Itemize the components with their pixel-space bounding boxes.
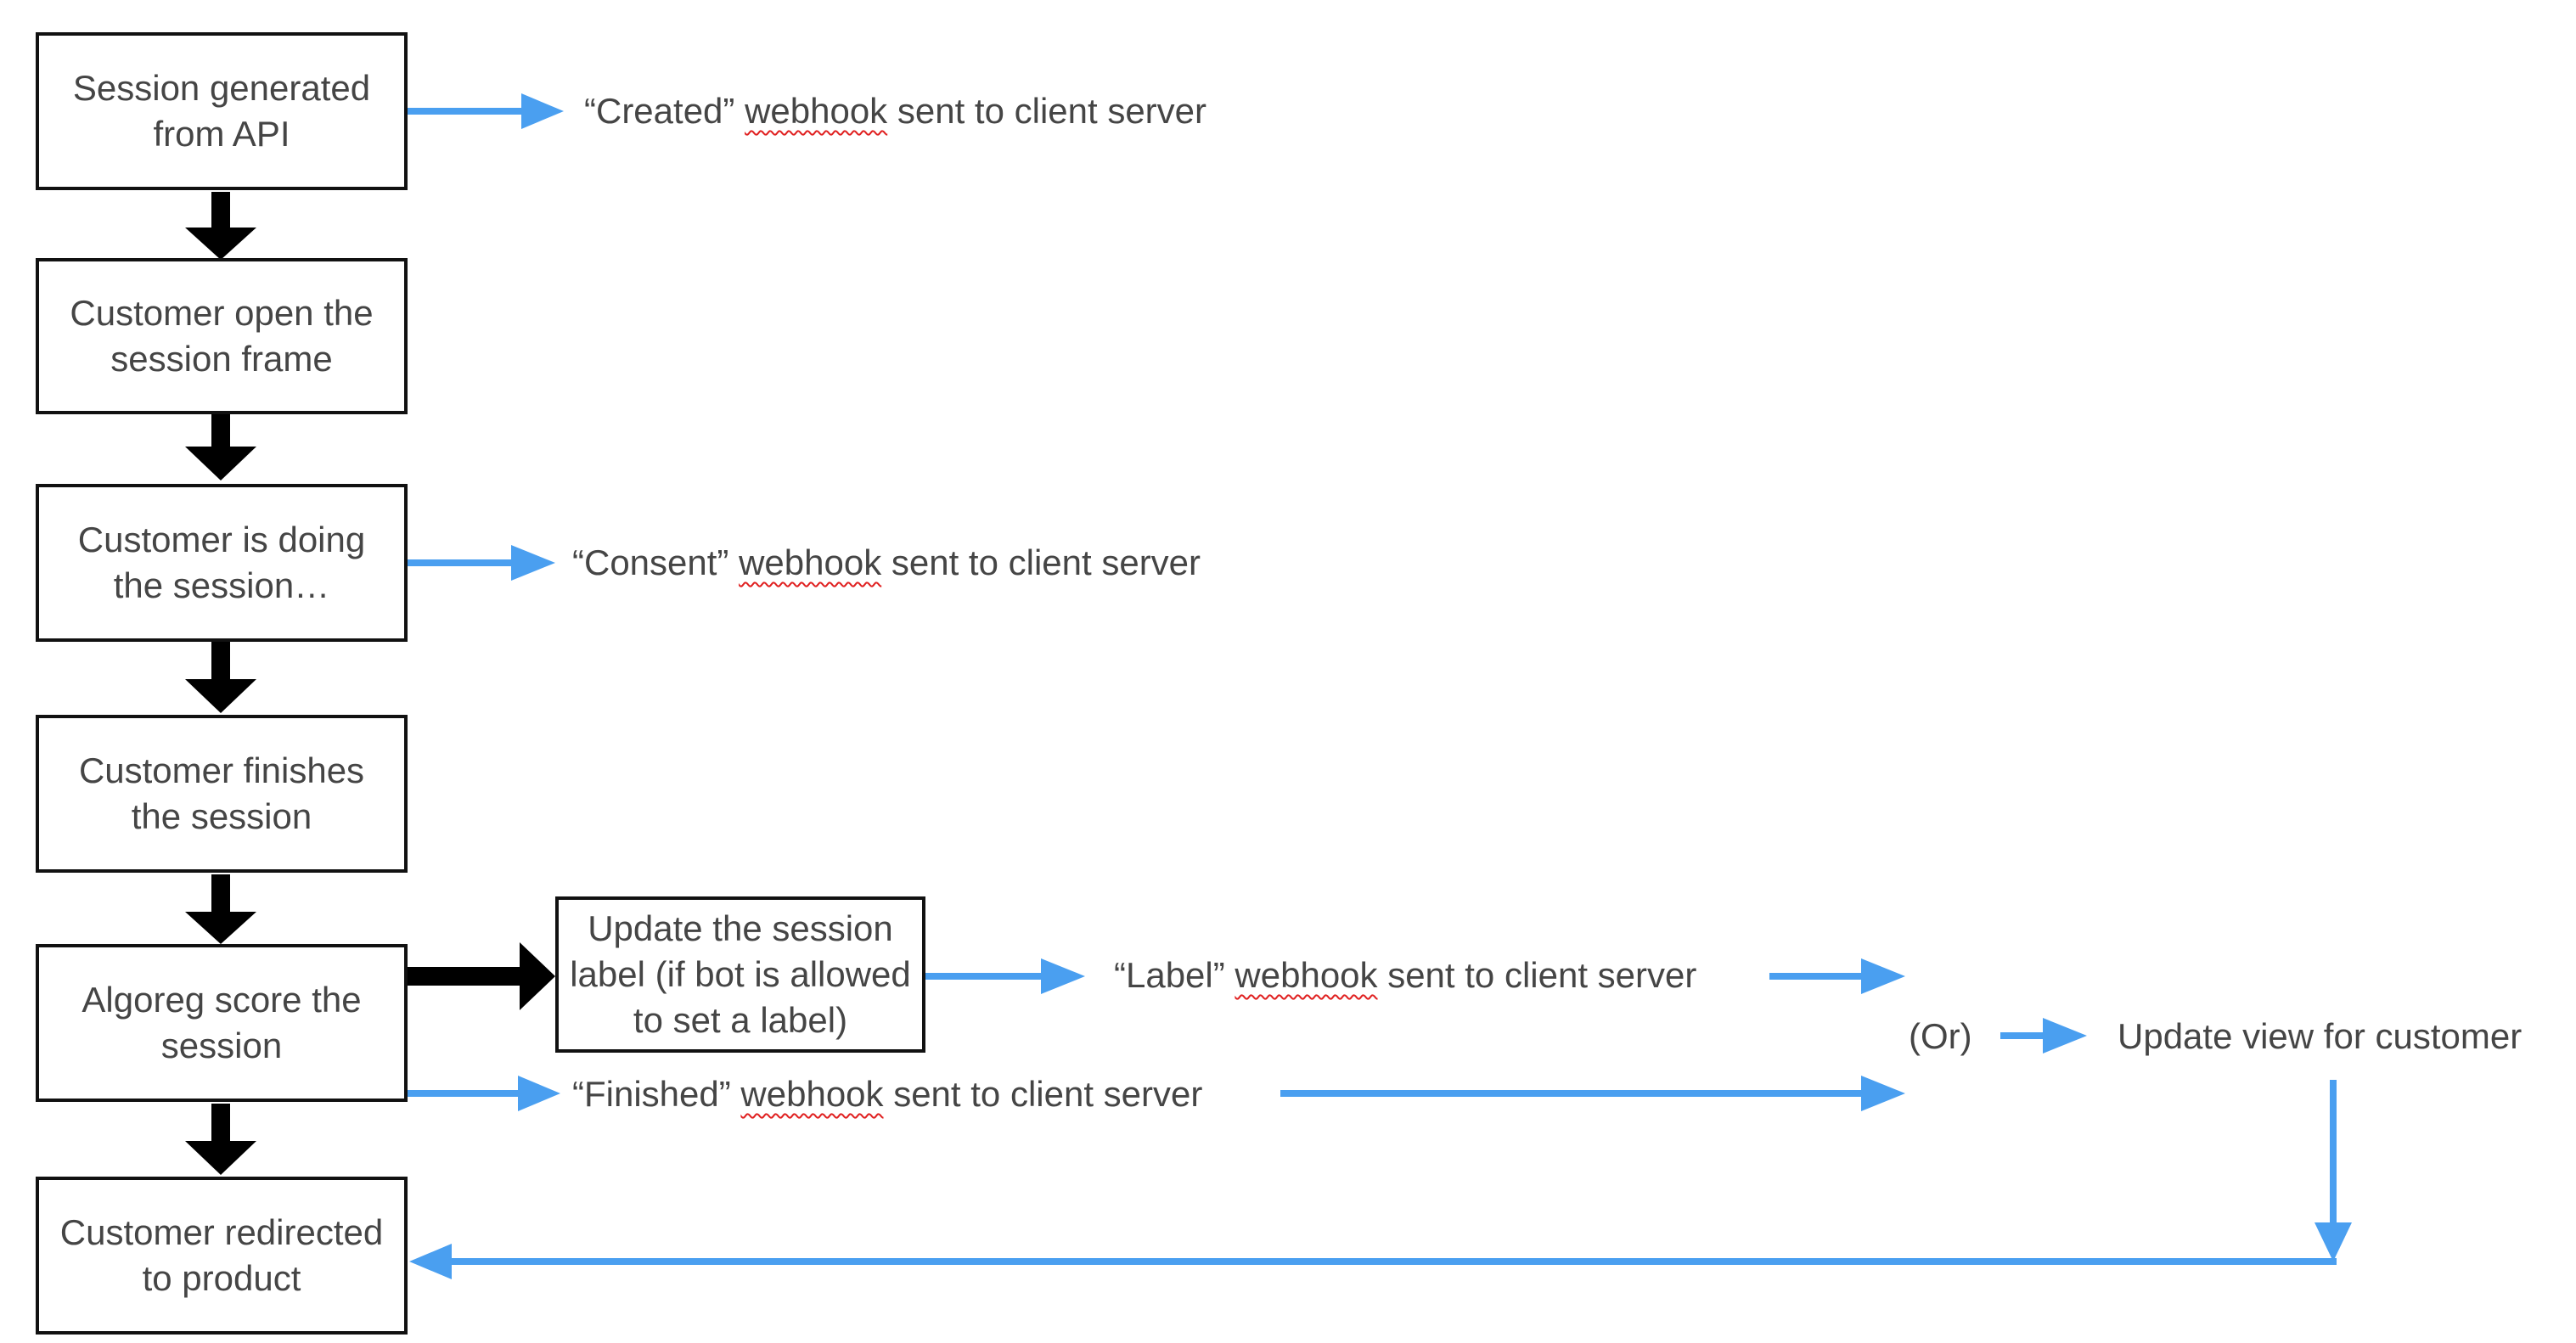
step-customer-finishes-label: Customer finishes the session (78, 750, 365, 836)
step-algoreg-score-label: Algoreg score the session (82, 980, 362, 1065)
arrow-label-to-or (1769, 958, 1905, 994)
webhook-label-text: “Label” webhook sent to client server (1114, 952, 1696, 998)
flow-arrow-5 (185, 1104, 256, 1175)
webhook-label-suffix: sent to client server (1377, 955, 1697, 995)
arrow-finished-to-or (1280, 1076, 1905, 1111)
arrow-return-to-redirect (409, 1244, 2337, 1279)
webhook-label-word: webhook (1235, 955, 1378, 995)
webhook-consent-word: webhook (739, 542, 882, 582)
or-label: (Or) (1909, 1016, 1972, 1056)
step-customer-redirected-label: Customer redirected to product (59, 1212, 384, 1298)
step-customer-finishes: Customer finishes the session (36, 715, 408, 873)
arrow-to-consent-webhook (408, 545, 555, 581)
step-customer-open: Customer open the session frame (36, 258, 408, 414)
flow-arrow-3 (185, 642, 256, 713)
step-customer-doing-label: Customer is doing the session… (77, 520, 366, 605)
flow-arrow-1 (185, 192, 256, 260)
arrow-or-to-update-view (2000, 1018, 2087, 1054)
step-session-generated-label: Session generated from API (72, 68, 371, 154)
arrow-to-finished-webhook (408, 1076, 560, 1111)
update-view-label: Update view for customer (2118, 1016, 2523, 1056)
webhook-label-prefix: “Label” (1114, 955, 1235, 995)
flow-arrow-4 (185, 874, 256, 944)
arrow-to-label-webhook (925, 958, 1085, 994)
step-customer-doing: Customer is doing the session… (36, 484, 408, 642)
step-algoreg-score: Algoreg score the session (36, 944, 408, 1102)
webhook-finished-word: webhook (740, 1074, 884, 1114)
webhook-finished-text: “Finished” webhook sent to client server (572, 1071, 1202, 1117)
flow-arrows (185, 192, 555, 1175)
webhook-created-suffix: sent to client server (887, 91, 1207, 131)
webhook-created-text: “Created” webhook sent to client server (584, 88, 1206, 134)
webhook-consent-prefix: “Consent” (572, 542, 740, 582)
step-update-label-text: Update the session label (if bot is allo… (570, 908, 911, 1040)
step-update-label: Update the session label (if bot is allo… (555, 896, 925, 1053)
webhook-consent-text: “Consent” webhook sent to client server (572, 540, 1201, 586)
flow-arrow-right-to-label (408, 942, 555, 1010)
arrow-to-created-webhook (408, 93, 564, 129)
webhook-arrows (408, 93, 2352, 1279)
step-customer-open-label: Customer open the session frame (70, 293, 374, 379)
step-session-generated: Session generated from API (36, 32, 408, 190)
webhook-finished-prefix: “Finished” (572, 1074, 741, 1114)
webhook-consent-suffix: sent to client server (881, 542, 1201, 582)
step-customer-redirected: Customer redirected to product (36, 1177, 408, 1335)
webhook-created-prefix: “Created” (584, 91, 745, 131)
webhook-created-word: webhook (745, 91, 888, 131)
flow-arrow-2 (185, 413, 256, 480)
webhook-finished-suffix: sent to client server (883, 1074, 1203, 1114)
arrow-update-view-down (2314, 1080, 2352, 1262)
